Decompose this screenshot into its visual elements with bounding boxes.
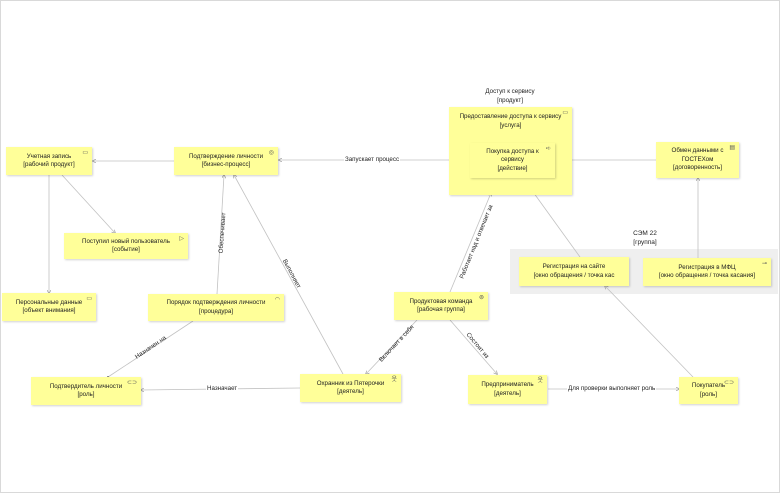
process-icon: ◎ — [268, 150, 274, 156]
edge-label-for-check: Для проверки выполняет роль — [567, 385, 657, 393]
node-type: [рабочая группа] — [417, 306, 465, 313]
node-type: [бизнес-процесс] — [201, 161, 251, 168]
node-type: [событие] — [112, 246, 140, 253]
node-name: Продуктовая команда — [409, 297, 473, 305]
node-name: Предоставление доступа к сервису — [459, 113, 562, 120]
node-type: [услуга] — [499, 121, 522, 129]
actor-icon: 웃 — [537, 378, 543, 384]
actor-icon: 웃 — [391, 377, 397, 383]
group-title: СЭМ 22 [группа] — [605, 229, 685, 247]
node-type: [процедура] — [199, 307, 233, 315]
event-icon: ▷ — [179, 236, 184, 242]
node-type: [деятель] — [494, 389, 521, 397]
node-entrepreneur[interactable]: 웃 Предприниматель [деятель] — [468, 375, 547, 404]
node-name: Подтвердитель личности — [49, 382, 123, 390]
node-buyer[interactable]: ⊂⊃ Покупатель [роль] — [679, 377, 738, 404]
edge-label-launches: Запускает процесс — [344, 156, 401, 164]
node-type: [роль] — [77, 391, 95, 398]
node-type: [окно обращения / точка кас — [533, 271, 615, 279]
team-icon: ⊚ — [478, 295, 484, 301]
node-type: [окно обращения / точка касания] — [658, 272, 756, 279]
node-account[interactable]: ▭ Учетная запись [рабочий продукт] — [6, 147, 92, 175]
edge-buyer-site[interactable] — [605, 286, 694, 378]
node-confirmer[interactable]: ⊂⊃ Подтвердитель личности [роль] — [31, 377, 141, 405]
node-identity-process[interactable]: ◎ Подтверждение личности [бизнес-процесс… — [174, 147, 278, 175]
touchpoint-icon: ⊸ — [761, 261, 767, 267]
node-type: [рабочий продукт] — [23, 161, 75, 168]
node-type: [договоренность] — [672, 164, 723, 172]
edge-account-newuser[interactable] — [61, 174, 115, 233]
role-icon: ⊂⊃ — [126, 380, 137, 386]
node-name: Поступил новый пользователь — [82, 237, 170, 245]
node-name: Охранник из Пятерочки — [316, 379, 385, 387]
role-icon: ⊂⊃ — [723, 380, 734, 386]
node-purchase[interactable]: ➪ Покупка доступа к сервису [действие] — [470, 143, 555, 178]
node-name: Персональные данные — [15, 298, 83, 306]
node-name: Подтверждение личности — [188, 152, 264, 160]
node-name: Покупка доступа к сервису — [486, 147, 539, 164]
group-name: СЭМ 22 — [633, 230, 657, 237]
node-type: [объект внимания] — [22, 307, 76, 314]
node-name: Учетная запись — [26, 152, 72, 160]
action-icon: ➪ — [545, 146, 551, 152]
edge-works-on[interactable] — [449, 193, 491, 293]
node-name: Порядок подтверждения личности — [166, 299, 266, 306]
node-personal-data[interactable]: ▭ Персональные данные [объект внимания] — [2, 293, 96, 321]
service-icon: ▭ — [562, 110, 568, 116]
edge-label-appoints: Назначает — [206, 385, 239, 393]
agreement-icon: ▤ — [729, 145, 735, 151]
inner-service-title: Доступ к сервису — [485, 88, 535, 95]
node-name: Обмен данными с ГОСТЕХом — [671, 147, 724, 163]
node-gost-exchange[interactable]: ▤ Обмен данными с ГОСТЕХом [договореннос… — [656, 142, 739, 178]
procedure-icon: ◠ — [274, 297, 280, 303]
object-icon: ▭ — [86, 296, 92, 302]
node-name: Покупатель — [691, 382, 726, 389]
work-product-icon: ▭ — [82, 150, 88, 156]
node-product-team[interactable]: ⊚ Продуктовая команда [рабочая группа] — [394, 292, 488, 320]
node-site-registration[interactable]: Регистрация на сайте [окно обращения / т… — [519, 257, 629, 286]
node-type: [действие] — [497, 164, 528, 172]
edge-performs[interactable] — [234, 175, 344, 375]
node-name: Регистрация на сайте — [542, 263, 606, 270]
edge-includes[interactable] — [366, 319, 418, 374]
node-type: [роль] — [699, 390, 718, 398]
group-stereotype: [группа] — [633, 239, 657, 246]
node-name: Предприниматель — [481, 381, 534, 388]
edge-appointed[interactable] — [106, 320, 194, 379]
node-name: Регистрация в МФЦ — [678, 263, 736, 271]
edge-consists[interactable] — [449, 319, 497, 374]
node-mfc-registration[interactable]: ⊸ Регистрация в МФЦ [окно обращения / то… — [643, 258, 771, 286]
inner-service-stereotype: [продукт] — [497, 96, 523, 104]
node-confirm-order[interactable]: ◠ Порядок подтверждения личности [процед… — [148, 294, 284, 321]
edge-provides[interactable] — [216, 175, 224, 295]
label-inner-service: Доступ к сервису [продукт] — [470, 88, 550, 105]
node-type: [деятель] — [337, 388, 364, 395]
node-guard[interactable]: 웃 Охранник из Пятерочки [деятель] — [300, 374, 401, 402]
node-new-user[interactable]: ▷ Поступил новый пользователь [событие] — [64, 233, 188, 259]
